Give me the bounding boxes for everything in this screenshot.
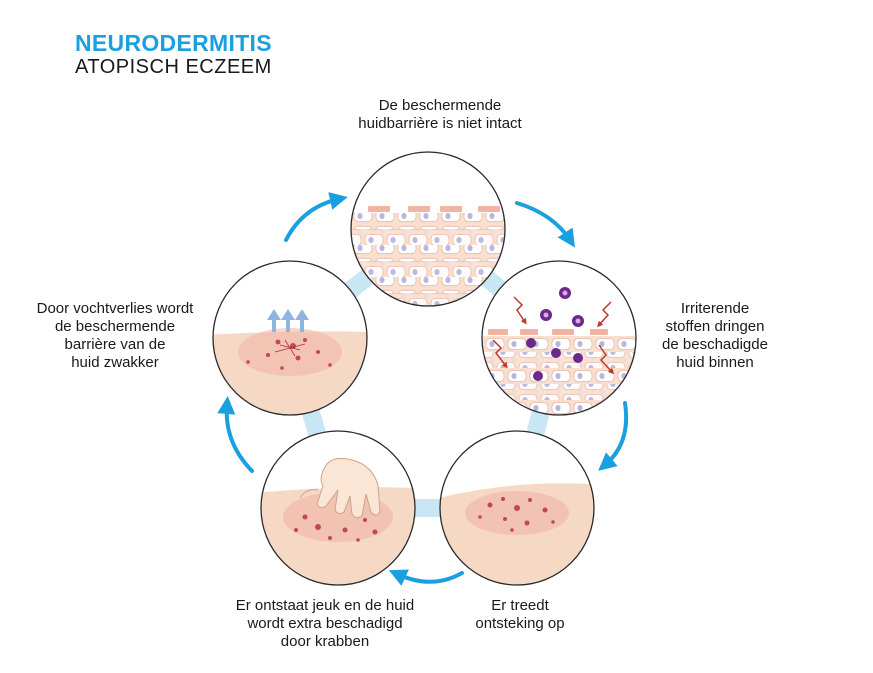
stage-circle-inflammation: [439, 430, 595, 586]
page-title: NEURODERMITIS: [75, 30, 272, 56]
curved-arrow-icon: [388, 569, 464, 586]
curved-arrow-icon: [284, 192, 348, 242]
curved-arrow-icon: [217, 396, 254, 473]
up-arrow-icon: [267, 309, 309, 332]
hand-icon: [299, 457, 381, 519]
stage-label-barrier: De beschermende huidbarrière is niet int…: [358, 97, 522, 132]
stage-label-irritants: Irriterende stoffen dringen de beschadig…: [662, 300, 768, 371]
stage-circle-barrier: [350, 151, 506, 307]
stage-label-inflammation: Er treedt ontsteking op: [475, 597, 565, 632]
page-subtitle: ATOPISCH ECZEEM: [75, 56, 272, 78]
curved-arrow-icon: [598, 401, 629, 471]
stage-circle-scratching: [260, 430, 416, 586]
zigzag-arrow-icon: [492, 296, 615, 375]
curved-arrow-icon: [515, 201, 575, 248]
stage-label-moisture-loss: Door vochtverlies wordt de beschermende …: [36, 300, 194, 371]
cycle-arrows: [217, 192, 629, 586]
stage-label-scratching: Er ontstaat jeuk en de huid wordt extra …: [235, 597, 415, 650]
stage-circle-moisture-loss: [212, 260, 368, 416]
stage-circle-irritants: [481, 260, 637, 416]
